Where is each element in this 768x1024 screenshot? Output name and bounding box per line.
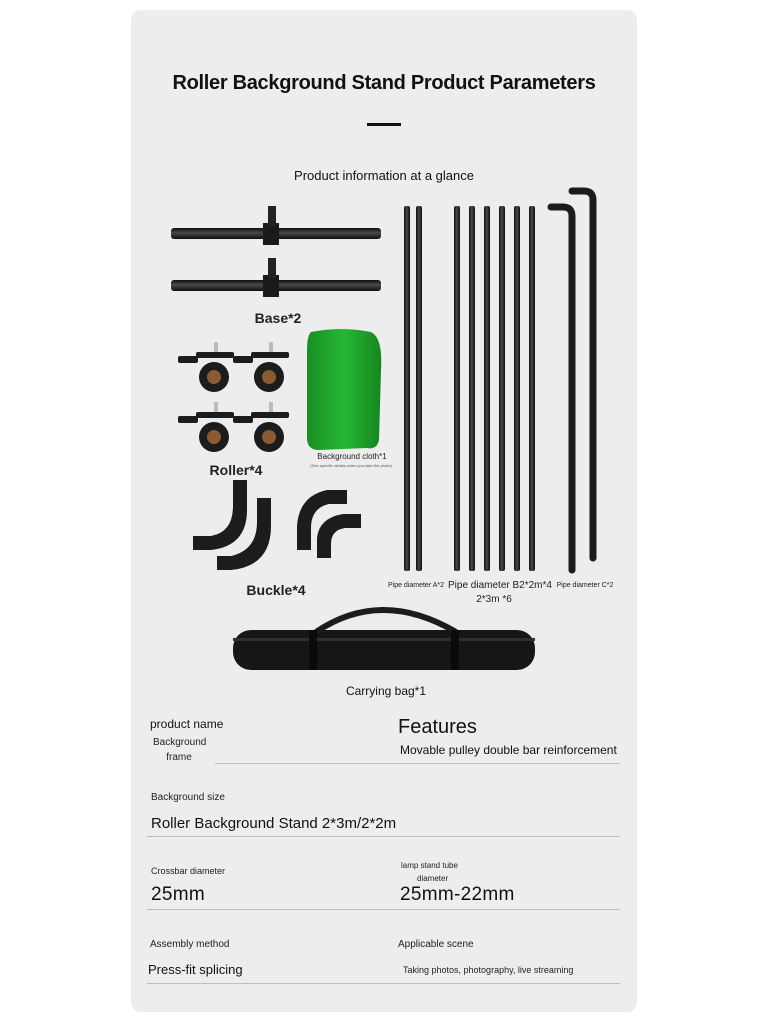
pipe-b-caption: Pipe diameter B2*2m*4 <box>448 580 552 591</box>
assembly-value: Press-fit splicing <box>148 962 243 977</box>
page-title: Roller Background Stand Product Paramete… <box>172 72 596 94</box>
tube-label-1: lamp stand tube <box>401 861 458 870</box>
product-name-value-1: Background <box>153 737 207 748</box>
scene-value: Taking photos, photography, live streami… <box>403 965 574 975</box>
buckle-image <box>193 480 361 570</box>
base-image <box>171 206 381 297</box>
cloth-caption: Background cloth*1 <box>317 452 387 461</box>
tube-label-2: diameter <box>417 874 449 883</box>
row-divider <box>147 909 620 910</box>
roller-image <box>178 342 289 452</box>
roller-caption: Roller*4 <box>209 462 263 478</box>
title-divider <box>367 123 401 126</box>
size-label: Background size <box>151 792 225 803</box>
background-cloth-image <box>307 329 382 450</box>
pipe-c-image <box>547 187 597 574</box>
features-value: Movable pulley double bar reinforcement <box>400 743 617 757</box>
product-name-label: product name <box>150 717 224 731</box>
pipe-a-caption: Pipe diameter A*2 <box>387 582 445 589</box>
scene-label: Applicable scene <box>398 939 474 950</box>
pipe-b-caption-2: 2*3m *6 <box>476 594 512 605</box>
base-caption: Base*2 <box>254 310 302 326</box>
features-label: Features <box>398 716 477 738</box>
product-card: Roller Background Stand Product Paramete… <box>131 10 637 1012</box>
pipe-c-caption: Pipe diameter C*2 <box>556 582 614 589</box>
crossbar-value: 25mm <box>151 884 205 905</box>
crossbar-label: Crossbar diameter <box>151 866 226 876</box>
product-name-value-2: frame <box>166 752 192 763</box>
tube-value: 25mm-22mm <box>400 884 515 905</box>
row-divider <box>147 983 620 984</box>
cloth-note: (See specific details when you take the … <box>310 463 392 468</box>
pipe-b-image <box>454 206 535 571</box>
size-value: Roller Background Stand 2*3m/2*2m <box>151 815 397 832</box>
buckle-caption: Buckle*4 <box>246 582 306 598</box>
pipe-a-image <box>404 206 422 571</box>
bag-caption: Carrying bag*1 <box>345 684 427 698</box>
row-divider <box>215 763 620 764</box>
row-divider <box>147 836 620 837</box>
page-subtitle: Product information at a glance <box>294 168 474 183</box>
carrying-bag-image <box>233 607 535 670</box>
assembly-label: Assembly method <box>150 939 230 950</box>
product-illustration <box>171 187 597 670</box>
